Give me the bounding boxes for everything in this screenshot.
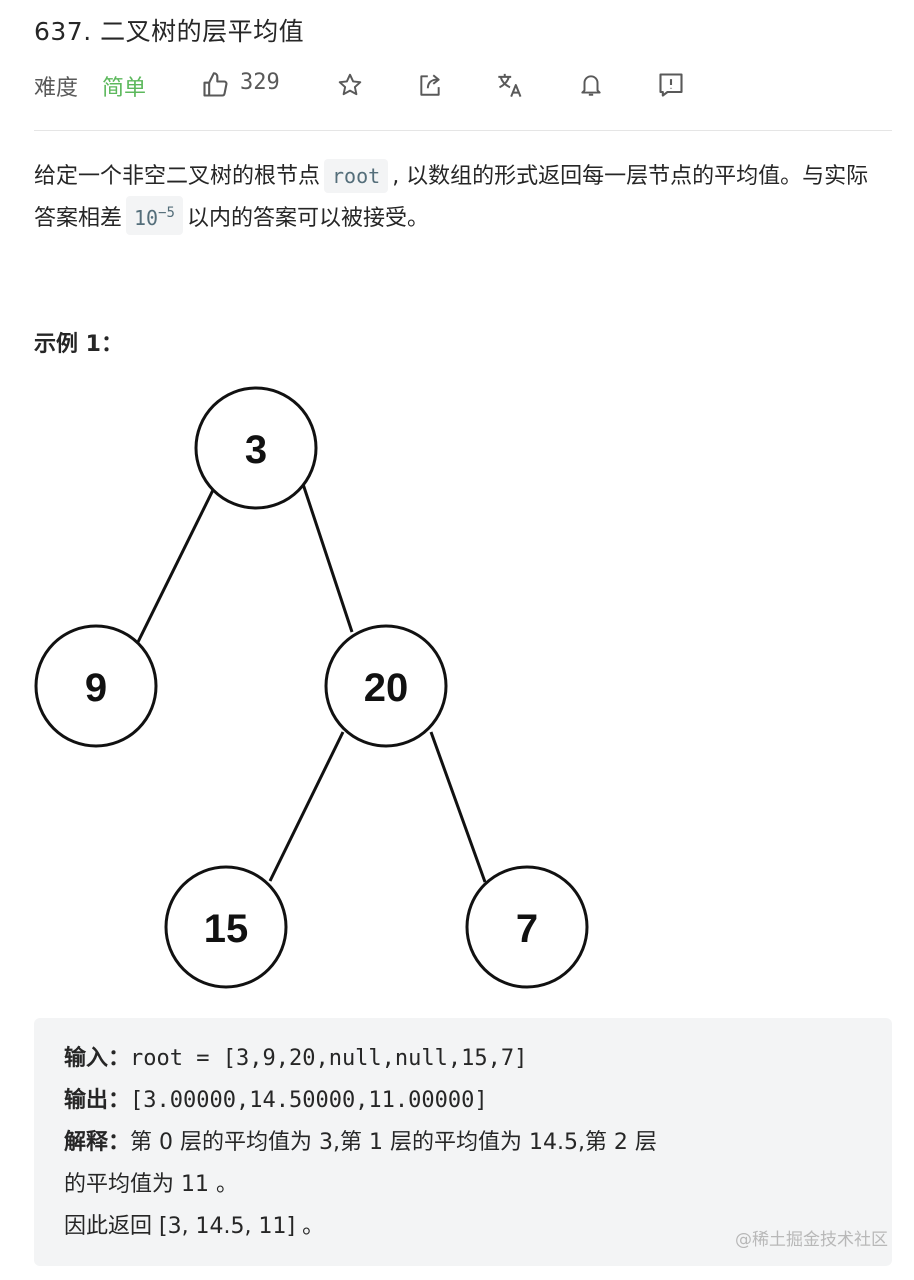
thumbs-up-icon: [203, 72, 228, 97]
example-explain-line: 解释：第 0 层的平均值为 3,第 1 层的平均值为 14.5,第 2 层: [64, 1122, 862, 1164]
header-divider: [34, 130, 892, 131]
description-text-2: , 以数组的形式返回每一层节点的平均值。与实际答案相差: [34, 164, 869, 231]
tree-node-label: 15: [204, 907, 249, 951]
like-count: 329: [240, 70, 280, 95]
description-text-1: 给定一个非空二叉树的根节点: [34, 164, 321, 189]
tree-node-label: 9: [85, 666, 107, 710]
tree-edge-20-15: [268, 731, 345, 882]
tree-edge-20-7: [429, 731, 487, 883]
difficulty-label: 难度: [34, 76, 79, 101]
tree-node-circle: [324, 624, 448, 748]
description-text-3: 以内的答案可以被接受。: [186, 206, 429, 231]
problem-meta-bar: 难度 简单 329: [34, 64, 894, 104]
favorite-button[interactable]: [333, 68, 367, 102]
input-label: 输入：: [64, 1046, 131, 1071]
explain-text-1: 第 0 层的平均值为 3,第 1 层的平均值为 14.5,第 2 层: [130, 1130, 657, 1155]
tree-edge-3-20: [301, 483, 354, 633]
binary-tree-diagram: 3 9 20 15 7: [34, 386, 589, 989]
tree-edge-3-9: [136, 489, 215, 643]
tree-node-label: 20: [364, 666, 409, 710]
inline-code-root: root: [324, 159, 389, 193]
tree-node-circle: [194, 386, 318, 510]
star-icon: [338, 73, 362, 96]
translate-icon: [498, 73, 522, 98]
example-output-line: 输出：[3.00000,14.50000,11.00000]: [64, 1080, 862, 1122]
example-code-block: 输入：root = [3,9,20,null,null,15,7] 输出：[3.…: [34, 1018, 892, 1266]
subscribe-button[interactable]: [574, 68, 608, 102]
output-value: [3.00000,14.50000,11.00000]: [130, 1088, 488, 1113]
example-input-line: 输入：root = [3,9,20,null,null,15,7]: [64, 1038, 862, 1080]
example-title: 示例 1：: [34, 332, 123, 357]
tree-node-label: 3: [245, 428, 267, 472]
tolerance-exponent: −5: [158, 205, 175, 221]
like-button[interactable]: [198, 68, 232, 102]
tree-node-circle: [34, 624, 158, 748]
input-value: root = [3,9,20,null,null,15,7]: [130, 1046, 528, 1071]
tree-node-label: 7: [516, 907, 538, 951]
problem-title: 637. 二叉树的层平均值: [34, 17, 305, 46]
tolerance-base: 10: [134, 206, 159, 230]
explain-text-3: 因此返回 [3, 14.5, 11] 。: [64, 1214, 325, 1239]
bell-icon: [581, 75, 601, 96]
watermark: @稀土掘金技术社区: [735, 1230, 888, 1250]
feedback-button[interactable]: [654, 68, 688, 102]
difficulty-value: 简单: [102, 76, 147, 101]
output-label: 输出：: [64, 1088, 131, 1113]
inline-code-tolerance: 10−5: [126, 196, 183, 235]
share-icon: [420, 74, 440, 96]
explain-label: 解释：: [64, 1130, 131, 1155]
translate-button[interactable]: [493, 68, 527, 102]
feedback-icon: [659, 73, 683, 97]
tree-node-circle: [164, 865, 288, 989]
share-button[interactable]: [413, 68, 447, 102]
tree-node-circle: [465, 865, 589, 989]
explain-text-2: 的平均值为 11 。: [64, 1172, 238, 1197]
